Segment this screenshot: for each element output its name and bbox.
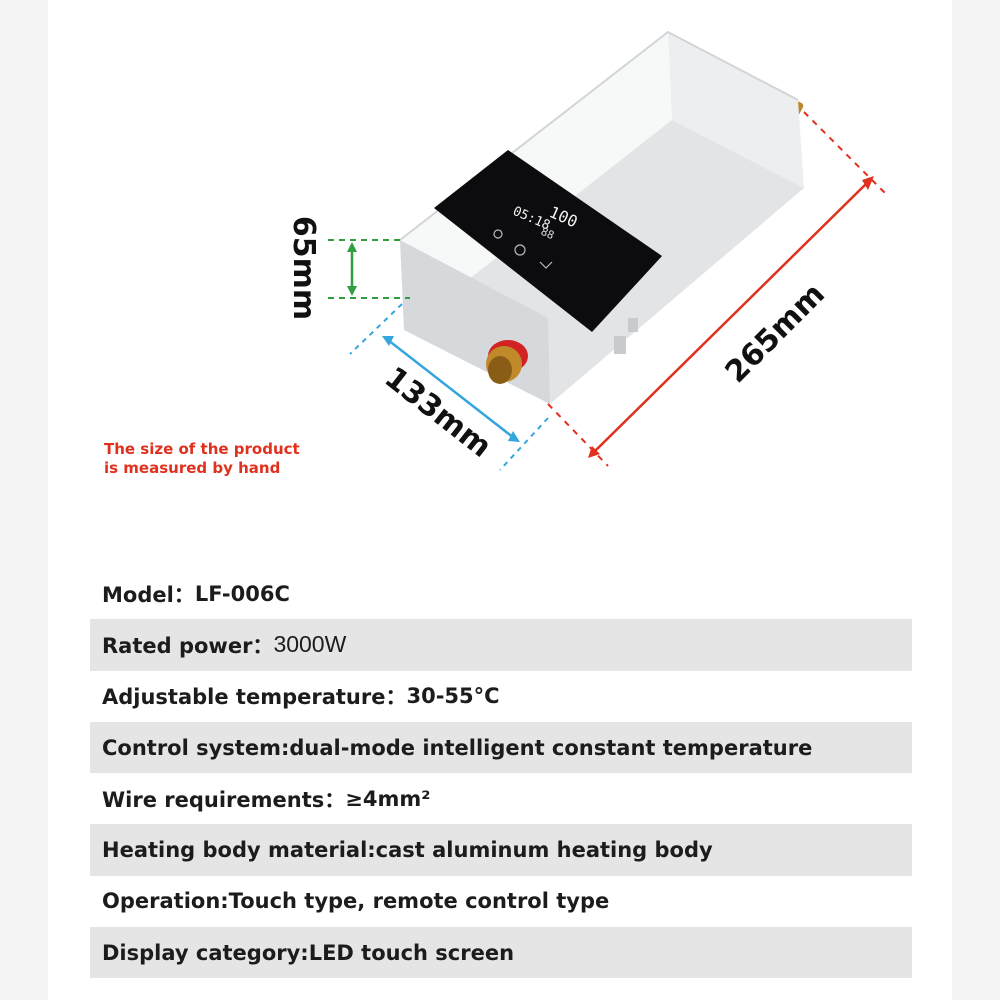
measurement-note: The size of the product is measured by h… [104, 440, 300, 478]
water-heater-image: 05:18 100 88 [399, 30, 804, 404]
note-line-2: is measured by hand [104, 459, 281, 477]
left-side-band [0, 0, 48, 1000]
spec-value: LED touch screen [308, 940, 515, 965]
height-label: 65mm [286, 216, 321, 320]
spec-value: cast aluminum heating body [375, 838, 713, 863]
spec-label: Adjustable temperature： [102, 685, 407, 710]
height-dimension: 65mm [286, 216, 410, 320]
spec-value: Touch type, remote control type [228, 889, 610, 914]
spec-label: Operation: [102, 889, 229, 914]
spec-row-temperature: Adjustable temperature： 30-55°C [90, 671, 912, 722]
spec-label: Display category: [102, 940, 309, 965]
right-side-band [952, 0, 1000, 1000]
spec-value: 3000W [273, 631, 347, 658]
spec-value: dual-mode intelligent constant temperatu… [289, 735, 813, 760]
product-diagram: 05:18 100 88 65mm 133mm 2 [286, 30, 889, 471]
note-line-1: The size of the product [104, 440, 300, 458]
length-label: 265mm [719, 277, 832, 390]
spec-row-control-system: Control system: dual-mode intelligent co… [90, 721, 912, 774]
spec-row-model: Model： LF-006C [90, 568, 912, 619]
spec-row-heating-material: Heating body material: cast aluminum hea… [90, 824, 912, 876]
spec-label: Model： [102, 582, 195, 607]
spec-value: ≥4mm² [345, 786, 431, 811]
spec-row-display-category: Display category: LED touch screen [90, 927, 912, 979]
spec-list: Model： LF-006C Rated power： 3000W Adjust… [90, 568, 912, 979]
spec-label: Wire requirements： [102, 787, 346, 812]
spec-value: LF-006C [194, 581, 290, 606]
svg-text:88: 88 [539, 225, 556, 242]
spec-row-rated-power: Rated power： 3000W [90, 619, 912, 671]
spec-label: Rated power： [102, 633, 274, 658]
spec-row-wire-requirements: Wire requirements： ≥4mm² [90, 773, 912, 824]
spec-row-operation: Operation: Touch type, remote control ty… [90, 876, 912, 927]
spec-label: Heating body material: [102, 838, 376, 863]
spec-value: 30-55°C [406, 684, 500, 709]
spec-label: Control system: [102, 735, 290, 760]
